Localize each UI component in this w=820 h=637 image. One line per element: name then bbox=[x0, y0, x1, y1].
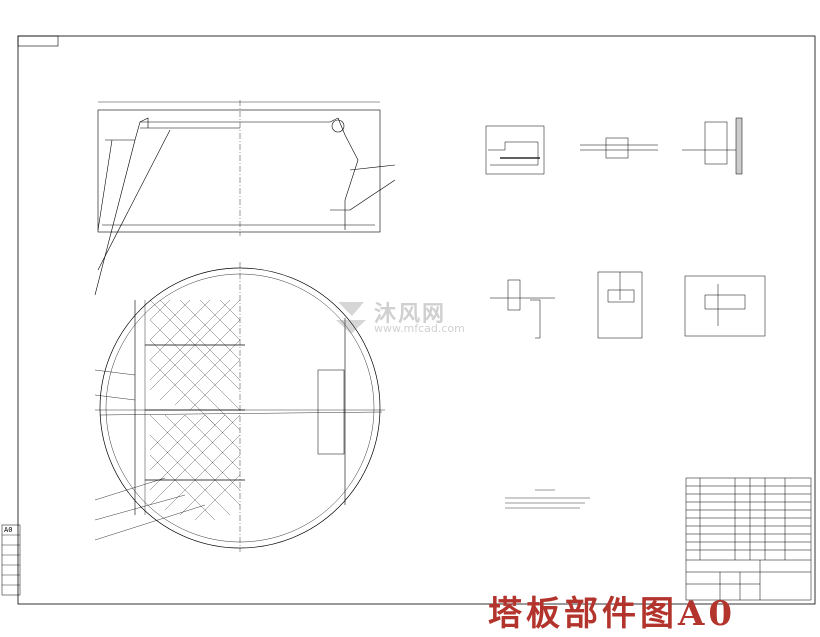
plan-view bbox=[95, 262, 385, 552]
plan-mesh bbox=[149, 299, 241, 521]
detail-view-d bbox=[490, 279, 555, 339]
plan-leaders bbox=[94, 369, 206, 541]
margin-label: A0 bbox=[4, 526, 13, 534]
detail-view-f bbox=[684, 275, 766, 337]
technical-notes bbox=[505, 489, 590, 509]
top-elevation-view bbox=[94, 100, 396, 296]
detail-view-e bbox=[597, 271, 643, 339]
detail-view-a bbox=[485, 125, 545, 175]
outer-border bbox=[17, 35, 816, 605]
left-margin-rows bbox=[2, 534, 20, 586]
title-block bbox=[685, 477, 812, 601]
left-margin-strip bbox=[1, 524, 21, 596]
inner-border bbox=[17, 35, 59, 47]
drawing-title: 塔板部件图A0 bbox=[488, 594, 737, 634]
detail-view-c bbox=[682, 117, 743, 175]
detail-view-b bbox=[580, 137, 658, 159]
